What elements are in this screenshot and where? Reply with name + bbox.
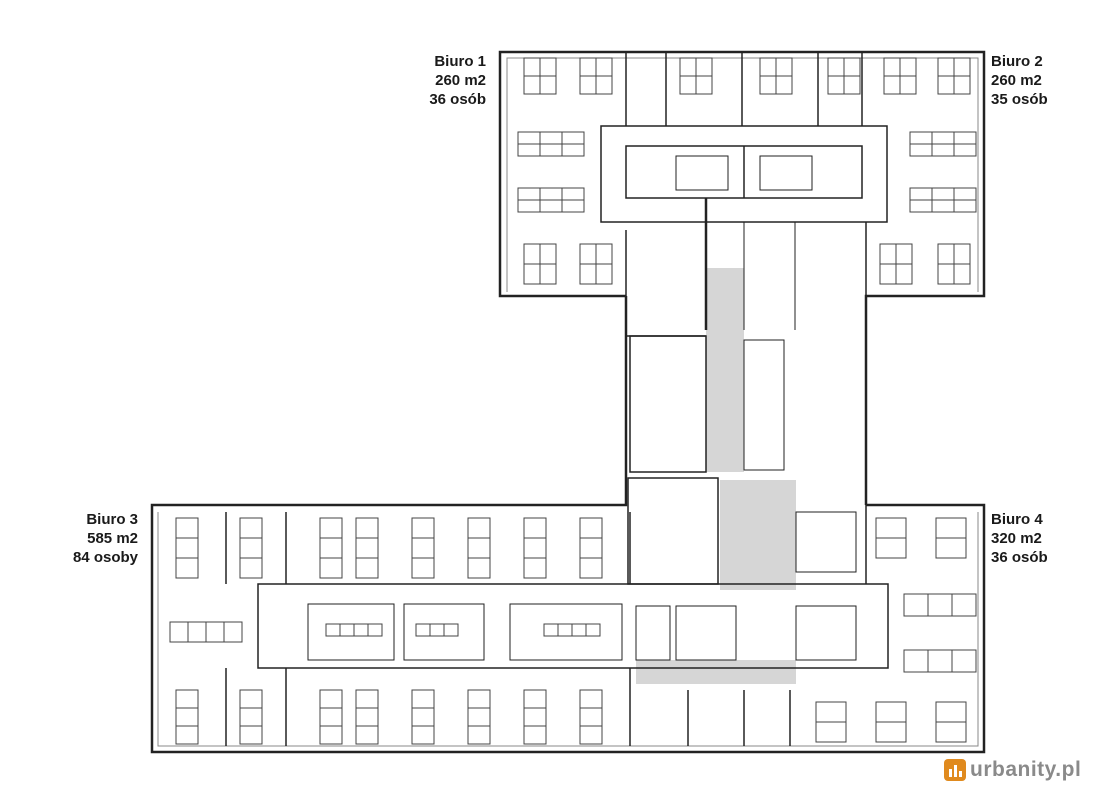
office-people: 36 osób [429, 91, 486, 108]
desk-cluster [175, 517, 199, 579]
desk-cluster [319, 689, 343, 745]
desk-cluster [579, 689, 603, 745]
desk-cluster [467, 689, 491, 745]
office-people: 36 osób [991, 549, 1048, 566]
office-name: Biuro 1 [434, 53, 486, 70]
watermark: urbanity.pl [944, 757, 1081, 783]
office-people: 35 osób [991, 91, 1048, 108]
office-area: 320 m2 [991, 530, 1042, 547]
urbanity-logo-icon [944, 759, 966, 781]
exterior-walls [150, 50, 986, 754]
south-core [257, 335, 889, 669]
office-area: 260 m2 [991, 72, 1042, 89]
office-name: Biuro 2 [991, 53, 1043, 70]
desk-clusters [169, 57, 977, 745]
desk-cluster [579, 517, 603, 579]
core-area [636, 268, 796, 684]
office-people: 84 osoby [72, 549, 138, 566]
desk-cluster [411, 689, 435, 745]
desk-cluster [415, 623, 459, 637]
office-label-biuro-4: Biuro 4 320 m2 36 osób [991, 510, 1081, 567]
office-area: 585 m2 [87, 530, 138, 547]
office-area: 260 m2 [435, 72, 486, 89]
watermark-text: urbanity.pl [970, 758, 1082, 781]
desk-cluster [355, 689, 379, 745]
office-label-biuro-2: Biuro 2 260 m2 35 osób [991, 52, 1081, 109]
office-label-biuro-1: Biuro 1 260 m2 36 osób [400, 52, 486, 109]
desk-cluster [355, 517, 379, 579]
south-partitions [225, 505, 867, 746]
office-name: Biuro 3 [86, 511, 138, 528]
north-meeting-block [600, 125, 888, 330]
desk-cluster [175, 689, 199, 745]
desk-cluster [903, 593, 977, 617]
office-label-biuro-3: Biuro 3 585 m2 84 osoby [48, 510, 138, 567]
desk-cluster [239, 689, 263, 745]
desk-cluster [319, 517, 343, 579]
desk-cluster [903, 649, 977, 673]
office-name: Biuro 4 [991, 511, 1043, 528]
desk-cluster [411, 517, 435, 579]
desk-cluster [239, 517, 263, 579]
desk-cluster [467, 517, 491, 579]
inner-glazing [157, 57, 979, 747]
desk-cluster [523, 689, 547, 745]
desk-cluster [523, 517, 547, 579]
